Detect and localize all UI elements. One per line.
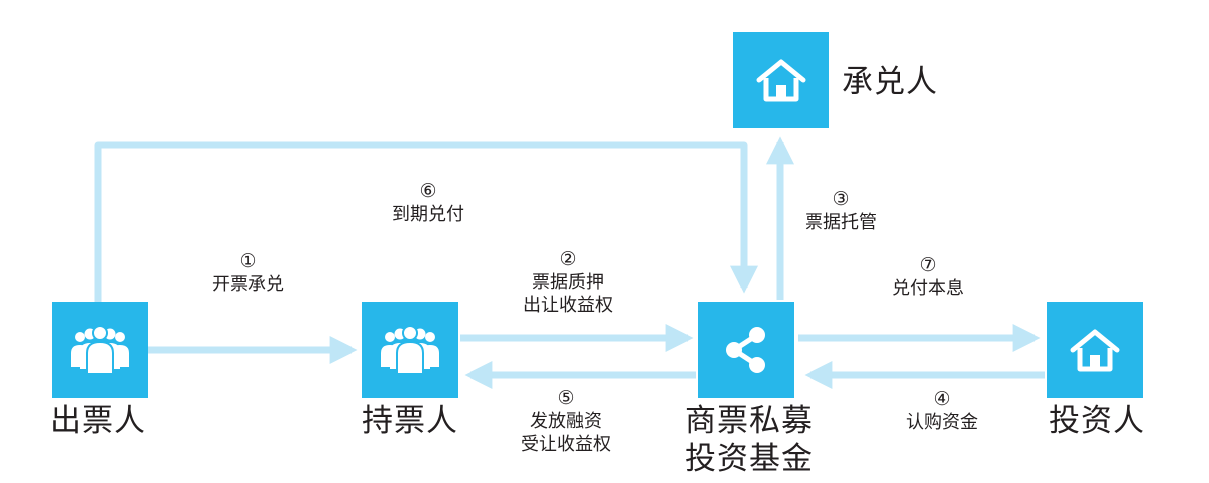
edge-1-number: ① xyxy=(239,250,257,272)
edge-label-2: ② 票据质押 出让收益权 xyxy=(523,248,613,317)
edge-6-text: 到期兑付 xyxy=(392,204,464,225)
edge-label-6: ⑥ 到期兑付 xyxy=(392,180,464,226)
edge-label-4: ④ 认购资金 xyxy=(906,388,978,434)
arrow-issuer-to-fund xyxy=(94,141,758,302)
edge-7-text: 兑付本息 xyxy=(892,278,964,299)
edge-5-number: ⑤ xyxy=(557,387,575,409)
investor-node xyxy=(1047,302,1143,398)
edge-5-text-line1: 发放融资 xyxy=(530,411,602,432)
edge-6-number: ⑥ xyxy=(419,180,437,202)
edge-2-text-line1: 票据质押 xyxy=(532,272,604,293)
holder-node xyxy=(362,302,458,398)
fund-label-line2: 投资基金 xyxy=(685,441,813,477)
edge-4-text: 认购资金 xyxy=(906,412,978,433)
edge-7-number: ⑦ xyxy=(919,254,937,276)
people-icon xyxy=(381,325,439,375)
edge-3-text: 票据托管 xyxy=(805,212,877,233)
fund-node xyxy=(698,302,794,398)
house-icon xyxy=(1070,329,1120,372)
edge-4-number: ④ xyxy=(933,388,951,410)
share-icon xyxy=(726,327,765,373)
edge-2-number: ② xyxy=(559,248,577,270)
edge-3-number: ③ xyxy=(832,188,850,210)
issuer-label: 出票人 xyxy=(50,403,146,439)
edge-5-text-line2: 受让收益权 xyxy=(521,434,611,455)
edge-label-3: ③ 票据托管 xyxy=(805,188,877,234)
issuer-node xyxy=(52,302,148,398)
house-icon xyxy=(756,59,806,102)
edge-label-7: ⑦ 兑付本息 xyxy=(892,254,964,300)
holder-label: 持票人 xyxy=(362,403,458,439)
edge-label-5: ⑤ 发放融资 受让收益权 xyxy=(521,387,611,456)
fund-label-line1: 商票私募 xyxy=(685,403,813,439)
investor-label: 投资人 xyxy=(1049,403,1145,439)
acceptor-node xyxy=(733,32,829,128)
acceptor-label: 承兑人 xyxy=(842,64,938,100)
edge-label-1: ① 开票承兑 xyxy=(212,250,284,296)
edge-2-text-line2: 出让收益权 xyxy=(523,295,613,316)
people-icon xyxy=(71,325,129,375)
edge-1-text: 开票承兑 xyxy=(212,274,284,295)
